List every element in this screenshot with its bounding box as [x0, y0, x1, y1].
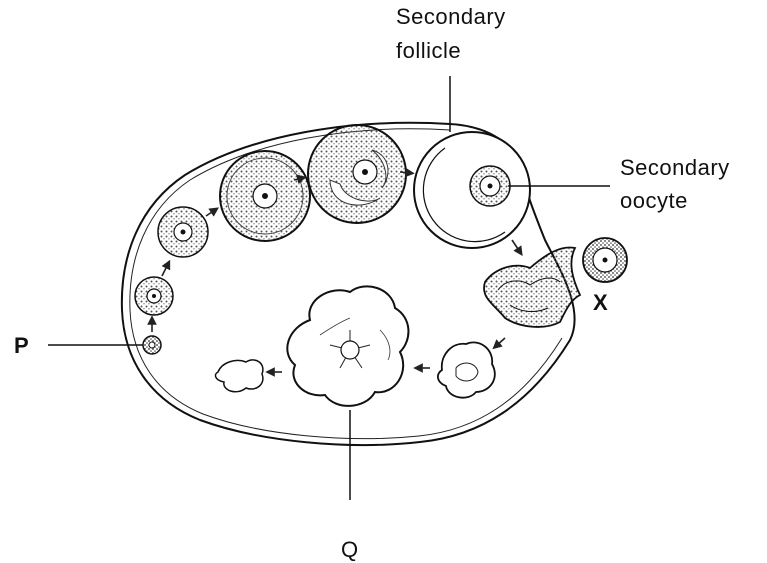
label-secondary-follicle-1: Secondary [396, 4, 506, 30]
corpus-luteum [287, 286, 408, 406]
primary-follicle-small [135, 277, 173, 315]
corpus-albicans [216, 360, 263, 392]
released-oocyte [583, 238, 627, 282]
early-corpus-luteum [438, 342, 495, 397]
primary-follicle-medium [158, 207, 208, 257]
secondary-follicle [414, 132, 530, 248]
label-secondary-oocyte-1: Secondary [620, 155, 730, 181]
label-p: P [14, 333, 29, 359]
early-antral-follicle [308, 125, 406, 223]
growing-follicle [220, 151, 310, 241]
primordial-follicle [143, 336, 161, 354]
label-q: Q [341, 537, 359, 563]
label-x: X [593, 290, 608, 316]
label-secondary-follicle-2: follicle [396, 38, 461, 64]
ruptured-follicle [484, 247, 580, 326]
label-secondary-oocyte-2: oocyte [620, 188, 688, 214]
